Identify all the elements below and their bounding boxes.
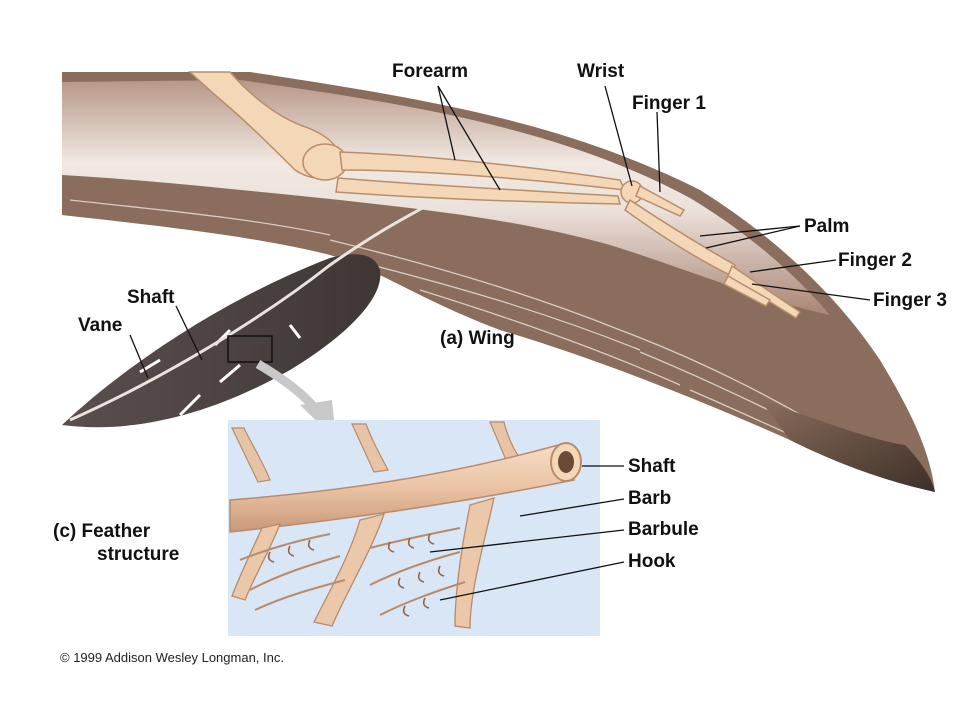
hooks — [267, 533, 445, 617]
contour-feather — [62, 203, 429, 428]
structure-caption-line-1: (c) Feather — [53, 521, 151, 542]
label-inset-shaft: Shaft — [628, 456, 676, 477]
barb — [231, 523, 282, 601]
leader-lines — [129, 85, 871, 601]
barbules — [239, 527, 466, 616]
label-feather-vane: Vane — [78, 315, 123, 336]
label-palm: Palm — [804, 216, 850, 237]
label-barbule: Barbule — [628, 519, 699, 540]
wing-primary-tips — [760, 400, 935, 492]
feather-zoom-box — [227, 335, 273, 363]
label-finger-3: Finger 3 — [873, 290, 947, 311]
feather-structure-inset — [228, 420, 600, 636]
background-barb — [351, 423, 389, 473]
wing-caption: (a) Wing — [440, 328, 515, 349]
background-barb — [231, 427, 271, 483]
structure-caption-line-2: structure — [97, 544, 180, 565]
finger-1-bone — [635, 184, 686, 217]
finger-3-bone — [723, 274, 772, 307]
inset-shaft-tube — [229, 443, 575, 533]
label-wrist: Wrist — [577, 61, 625, 82]
label-finger-2: Finger 2 — [838, 250, 912, 271]
label-forearm: Forearm — [392, 61, 469, 82]
feather-shaft — [69, 203, 429, 422]
barb — [313, 513, 385, 627]
ulna-bone — [335, 177, 621, 205]
label-barb: Barb — [628, 488, 672, 509]
finger-2-bone — [727, 264, 802, 320]
label-hook: Hook — [628, 551, 676, 572]
wing-skeleton — [188, 71, 802, 320]
copyright-notice: © 1999 Addison Wesley Longman, Inc. — [60, 650, 284, 665]
label-finger-1: Finger 1 — [632, 93, 706, 114]
label-feather-shaft: Shaft — [127, 287, 175, 308]
